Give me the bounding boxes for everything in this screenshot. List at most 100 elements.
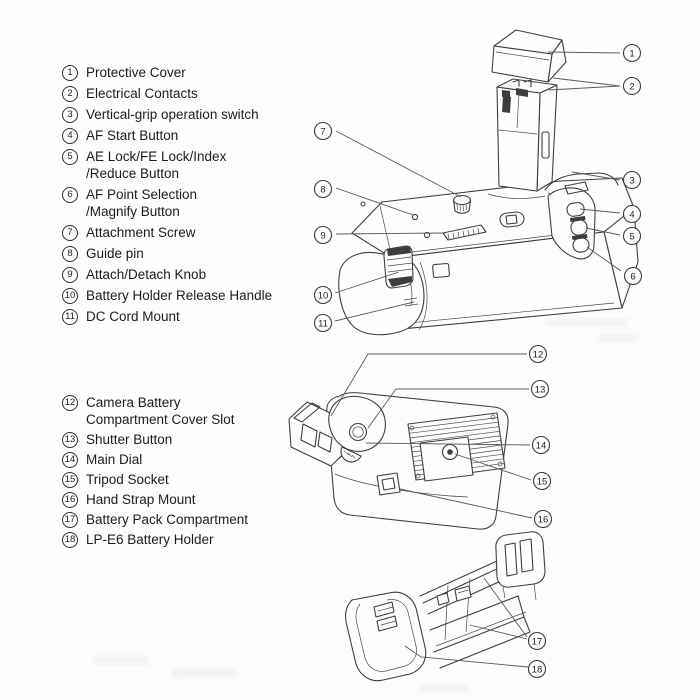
holder-tray: [419, 560, 531, 669]
dc-cord-mount: [403, 297, 419, 307]
battery-latch: [541, 131, 550, 159]
main-dial: [340, 446, 362, 463]
callout-16: 16: [533, 509, 553, 529]
bleedthrough-artifact: [92, 656, 150, 665]
svg-text:17: 17: [532, 636, 543, 647]
list-item: 1 Protective Cover: [62, 64, 272, 81]
screw-hole: [360, 201, 366, 207]
item-label: Tripod Socket: [86, 472, 169, 487]
list-item: 6 AF Point Selection /Magnify Button: [62, 186, 272, 220]
bleedthrough-artifact: [420, 685, 468, 693]
item-number-badge: 2: [62, 86, 78, 102]
item-label: Vertical-grip operation switch: [86, 107, 259, 122]
list-item: 2 Electrical Contacts: [62, 85, 272, 102]
list-item: 8 Guide pin: [62, 245, 272, 262]
item-label: Hand Strap Mount: [86, 492, 196, 507]
item-number-badge: 4: [62, 128, 78, 144]
protective-cover-drawing: [491, 29, 567, 83]
svg-text:16: 16: [538, 514, 549, 525]
callout-1: 1: [622, 43, 642, 63]
list-item: 15 Tripod Socket: [62, 471, 248, 488]
list-item: 10 Battery Holder Release Handle: [62, 287, 272, 304]
item-label: AF Start Button: [86, 128, 179, 143]
hand-strap-mount: [376, 472, 401, 496]
leader-lines-top: [334, 51, 622, 322]
item-number-badge: 10: [62, 288, 78, 304]
callout-5: 5: [622, 226, 642, 246]
front-detail: [432, 262, 450, 279]
item-number-badge: 13: [62, 432, 78, 448]
list-item: 18 LP-E6 Battery Holder: [62, 531, 248, 548]
battery-grip-top-drawing: 1 2 3 4 5 6 7 8 9 10 11: [313, 29, 643, 336]
parts-list-bottom: 12 Camera Battery Compartment Cover Slot…: [62, 394, 248, 551]
af-start-button: [566, 202, 585, 217]
item-number-badge: 15: [62, 472, 78, 488]
svg-text:12: 12: [533, 349, 544, 360]
item-number-badge: 6: [62, 187, 78, 203]
item-number-badge: 1: [62, 65, 78, 81]
svg-text:9: 9: [320, 230, 325, 241]
svg-text:11: 11: [318, 318, 328, 329]
callout-18: 18: [527, 659, 547, 679]
callout-2: 2: [622, 76, 642, 96]
item-number-badge: 11: [62, 309, 78, 325]
list-item: 7 Attachment Screw: [62, 224, 272, 241]
grip-contact-strip: [442, 224, 487, 241]
shutter-button: [348, 422, 368, 442]
callout-15: 15: [532, 471, 552, 491]
holder-end-cap: [345, 591, 427, 682]
holder-clip: [436, 592, 450, 606]
item-label: AF Point Selection /Magnify Button: [86, 187, 198, 219]
callout-3: 3: [622, 170, 642, 190]
holder-latch: [454, 585, 472, 602]
bleedthrough-artifact: [598, 334, 640, 342]
svg-text:5: 5: [629, 231, 634, 242]
holder-bracket: [495, 531, 546, 601]
list-item: 12 Camera Battery Compartment Cover Slot: [62, 394, 248, 428]
list-item: 9 Attach/Detach Knob: [62, 266, 272, 283]
attach-detach-knob: [383, 245, 414, 289]
callout-9: 9: [313, 225, 333, 245]
mount-platform: [564, 181, 589, 195]
item-number-badge: 9: [62, 267, 78, 283]
list-item: 17 Battery Pack Compartment: [62, 511, 248, 528]
leader-lines-holder: [404, 577, 529, 668]
guide-pin: [411, 213, 419, 221]
battery-holder-drawing: 17 18: [345, 531, 547, 682]
callout-13: 13: [530, 379, 550, 399]
svg-text:18: 18: [532, 664, 543, 675]
item-number-badge: 18: [62, 532, 78, 548]
item-label: Camera Battery Compartment Cover Slot: [86, 395, 235, 427]
callout-12: 12: [528, 344, 548, 364]
svg-text:4: 4: [629, 209, 634, 220]
item-label: Guide pin: [86, 246, 144, 261]
item-number-badge: 17: [62, 512, 78, 528]
svg-text:3: 3: [629, 175, 634, 186]
item-label: Main Dial: [86, 452, 143, 467]
item-number-badge: 3: [62, 107, 78, 123]
callout-6: 6: [623, 266, 643, 286]
item-label: Electrical Contacts: [86, 86, 198, 101]
item-number-badge: 16: [62, 492, 78, 508]
leader-lines-middle: [330, 353, 533, 519]
svg-text:15: 15: [537, 476, 548, 487]
screw-hole: [423, 231, 431, 239]
item-label: Battery Holder Release Handle: [86, 288, 273, 303]
grip-body-drawing: [338, 172, 639, 336]
item-label: Attachment Screw: [86, 225, 196, 240]
svg-text:2: 2: [629, 81, 634, 92]
callout-8: 8: [313, 179, 333, 199]
callout-11: 11: [313, 313, 333, 333]
item-number-badge: 7: [62, 225, 78, 241]
item-label: LP-E6 Battery Holder: [86, 532, 214, 547]
list-item: 13 Shutter Button: [62, 431, 248, 448]
callout-10: 10: [313, 285, 333, 305]
callout-4: 4: [622, 204, 642, 224]
item-label: DC Cord Mount: [86, 309, 180, 324]
list-item: 11 DC Cord Mount: [62, 308, 272, 325]
item-number-badge: 14: [62, 452, 78, 468]
svg-text:14: 14: [536, 440, 547, 451]
item-label: AE Lock/FE Lock/Index /Reduce Button: [86, 149, 227, 181]
list-item: 3 Vertical-grip operation switch: [62, 106, 272, 123]
